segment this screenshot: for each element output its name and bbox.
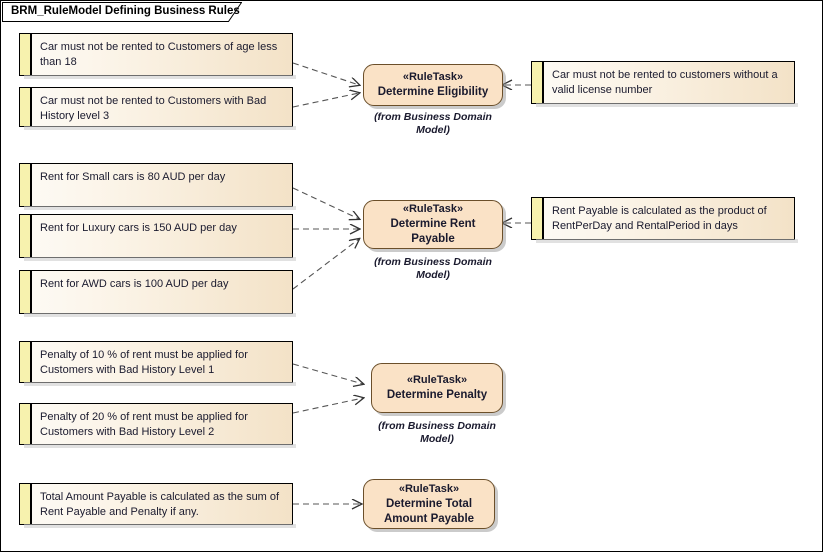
rule-text: Rent Payable is calculated as the produc… [544,198,794,239]
rule-stripe [20,88,32,126]
rule-stripe [532,62,544,103]
rule-stripe [20,484,32,524]
rule-box[interactable]: Car must not be rented to customers with… [531,61,798,107]
ruletask-stereotype: «RuleTask» [402,71,464,83]
rule-stripe [20,342,32,382]
link-penalty20-to-penalty [292,398,363,414]
rule-text: Rent for AWD cars is 100 AUD per day [32,271,292,313]
rule-box[interactable]: Rent for AWD cars is 100 AUD per day [19,270,296,317]
ruletask-stereotype: «RuleTask» [406,374,468,386]
rule-text: Rent for Luxury cars is 150 AUD per day [32,215,292,257]
ruletask-stereotype: «RuleTask» [402,203,464,215]
ruletask-name: Determine Rent Payable [390,218,476,245]
link-age-to-eligibility [292,62,359,85]
rule-stripe [20,215,32,257]
rule-box[interactable]: Penalty of 20 % of rent must be applied … [19,403,296,448]
ruletask-from-label: (from Business Domain Model) [378,420,496,445]
rule-box[interactable]: Rent for Luxury cars is 150 AUD per day [19,214,296,261]
rule-text: Penalty of 20 % of rent must be applied … [32,404,292,444]
rule-text: Rent for Small cars is 80 AUD per day [32,164,292,206]
ruletask-from-label: (from Business Domain Model) [374,256,492,281]
rule-stripe [532,198,544,239]
rule-stripe [20,34,32,75]
ruletask-stereotype: «RuleTask» [398,482,460,495]
ruletask-name: Determine Eligibility [377,86,489,98]
ruletask-name: Determine Total Amount Payable [383,497,475,525]
ruletask-node[interactable]: «RuleTask» Determine Penalty [371,363,503,413]
rule-stripe [20,164,32,206]
link-badhistory-to-eligibility [292,93,359,108]
rule-text: Penalty of 10 % of rent must be applied … [32,342,292,382]
rule-box[interactable]: Rent for Small cars is 80 AUD per day [19,163,296,210]
ruletask-node[interactable]: «RuleTask» Determine Total Amount Payabl… [363,479,495,529]
link-small-to-rent [292,187,359,219]
link-penalty10-to-penalty [292,363,363,384]
rule-text: Car must not be rented to Customers of a… [32,34,292,75]
ruletask-name: Determine Penalty [386,389,488,401]
rule-box[interactable]: Penalty of 10 % of rent must be applied … [19,341,296,386]
diagram-tab[interactable]: BRM_RuleModel Defining Business Rules [2,2,242,22]
rule-stripe [20,404,32,444]
ruletask-node[interactable]: «RuleTask» Determine Rent Payable [363,200,503,249]
rule-text: Car must not be rented to Customers with… [32,88,292,126]
rule-box[interactable]: Rent Payable is calculated as the produc… [531,197,798,243]
rule-box[interactable]: Car must not be rented to Customers of a… [19,33,296,79]
rule-text: Total Amount Payable is calculated as th… [32,484,292,524]
link-awd-to-rent [292,239,359,290]
tab-shape-icon [2,2,242,22]
rule-box[interactable]: Total Amount Payable is calculated as th… [19,483,296,528]
ruletask-node[interactable]: «RuleTask» Determine Eligibility [363,64,503,106]
ruletask-from-label: (from Business Domain Model) [374,111,492,136]
rule-box[interactable]: Car must not be rented to Customers with… [19,87,296,130]
rule-text: Car must not be rented to customers with… [544,62,794,103]
rule-stripe [20,271,32,313]
diagram-tab-label: BRM_RuleModel Defining Business Rules [11,5,240,17]
